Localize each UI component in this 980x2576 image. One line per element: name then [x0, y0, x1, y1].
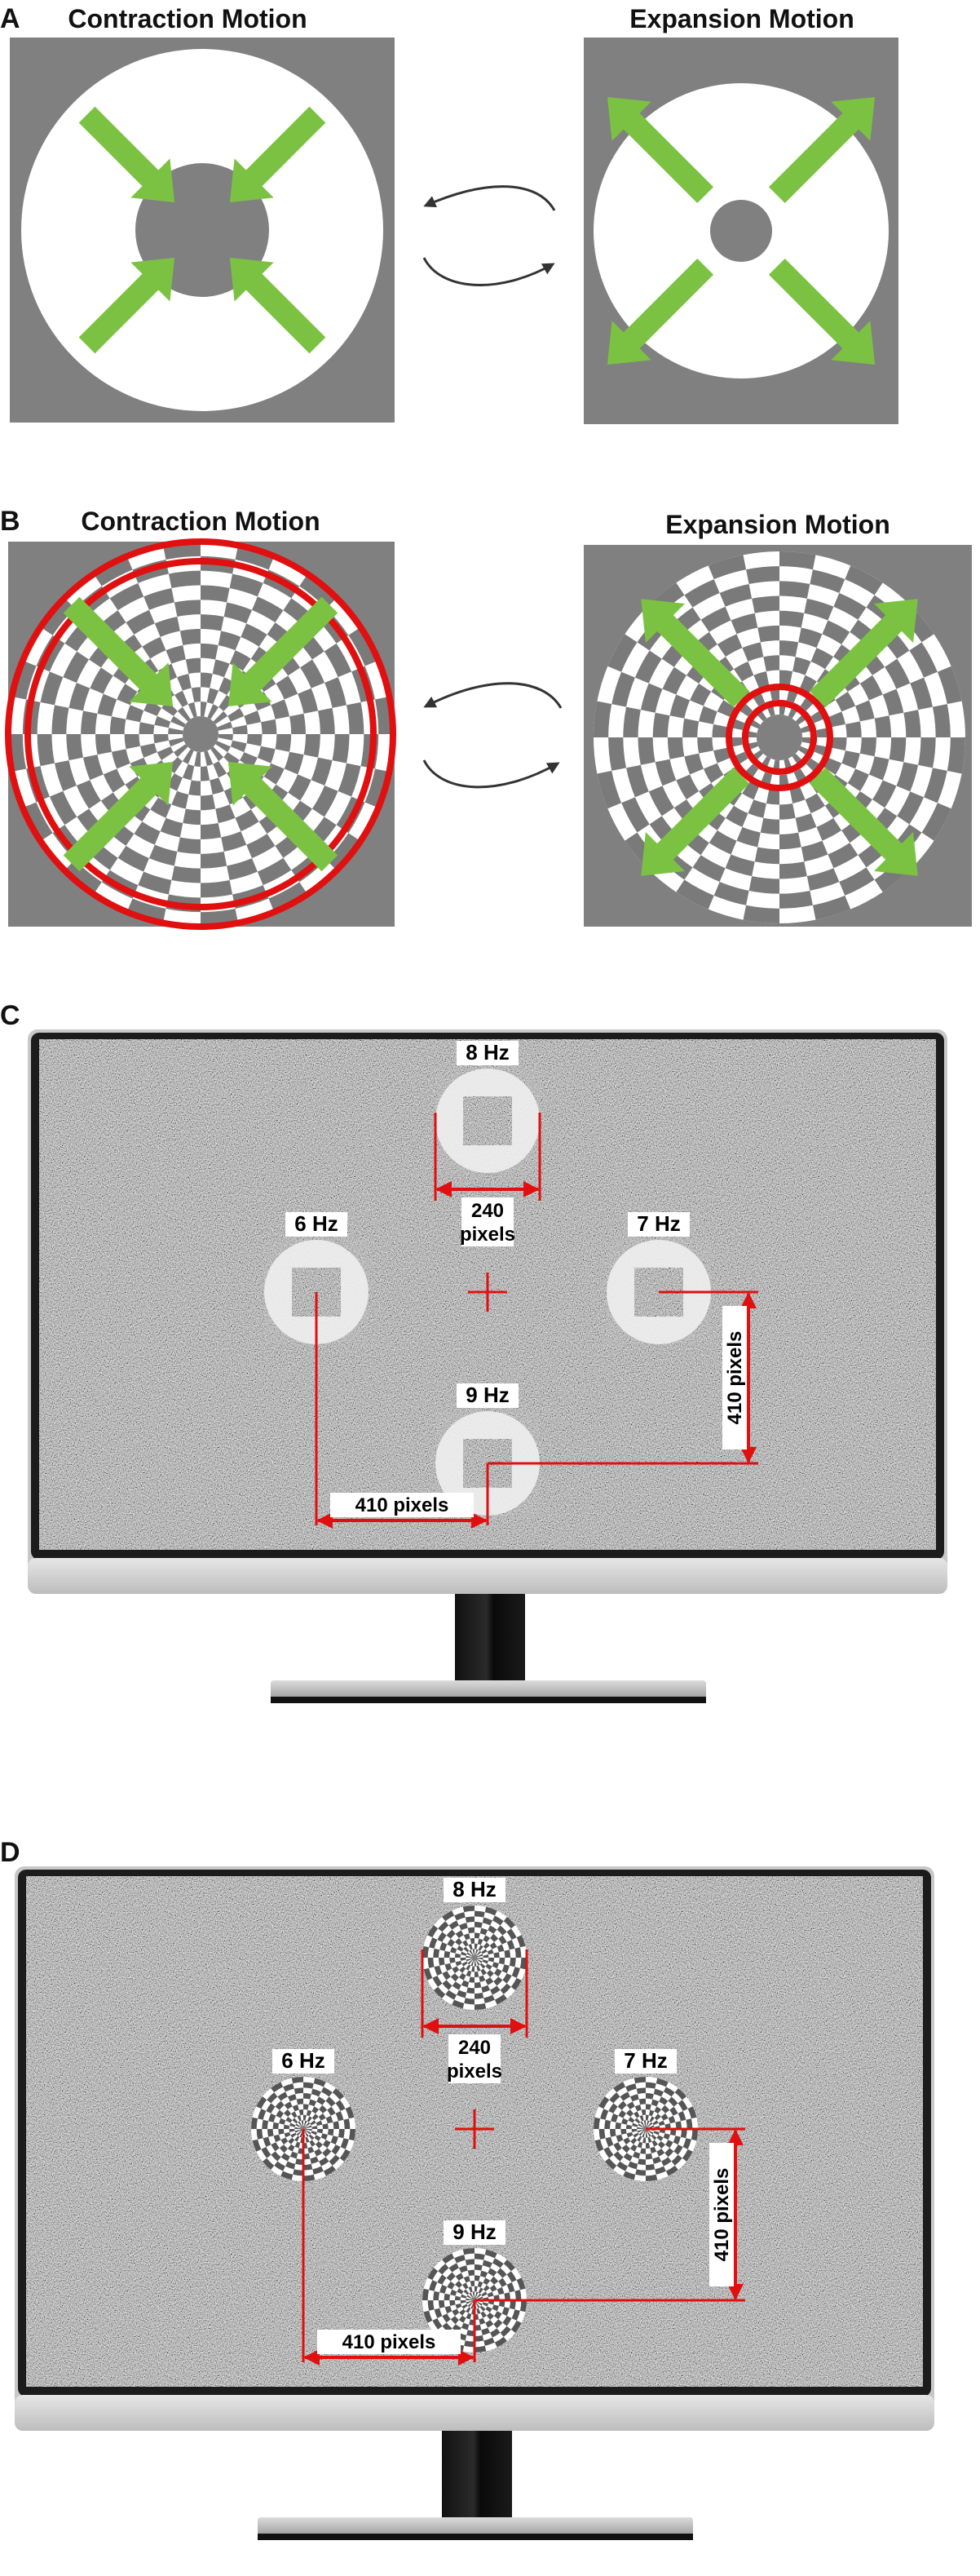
panel-a-expansion-stimulus [584, 38, 898, 424]
green-arrow-icon [227, 596, 338, 707]
horizontal-distance-text: 410 pixels [355, 1494, 449, 1516]
panel-a-left-title: Contraction Motion [68, 4, 307, 33]
green-arrow-icon [63, 761, 174, 872]
frequency-text: 9 Hz [466, 1383, 509, 1407]
green-arrow-icon [768, 96, 876, 204]
monitor-neck [442, 2431, 512, 2522]
diameter-unit: pixels [447, 2060, 502, 2082]
frequency-label-right: 7 Hz [615, 2048, 677, 2074]
red-ring-inner [24, 558, 377, 910]
green-arrow-icon [641, 599, 750, 708]
green-arrow-icon [641, 767, 750, 876]
green-arrow-icon [809, 599, 918, 708]
frequency-text: 8 Hz [466, 1040, 509, 1064]
vertical-distance-label: 410 pixels [722, 1306, 747, 1450]
monitor-chin [15, 2395, 934, 2431]
panel-letter-c: C [0, 1000, 20, 1031]
contraction-arrows [78, 106, 326, 354]
expansion-arrows [607, 96, 876, 365]
panel-letter-b: B [0, 506, 20, 537]
frequency-label-left: 6 Hz [272, 2048, 334, 2074]
frequency-text: 6 Hz [294, 1211, 338, 1236]
red-ring-outer [5, 538, 396, 930]
monitor-chin [28, 1558, 947, 1594]
green-arrow-icon [607, 258, 714, 365]
monitor-base [258, 2517, 693, 2537]
diameter-value: 240 [471, 1200, 504, 1222]
green-arrow-icon [63, 596, 174, 707]
monitor-base [271, 1680, 706, 1700]
expansion-arrows [641, 599, 918, 876]
frequency-label-left: 6 Hz [285, 1211, 347, 1237]
green-arrow-icon [809, 767, 918, 876]
vertical-distance-text: 410 pixels [724, 1331, 746, 1425]
frequency-label-top: 8 Hz [457, 1040, 519, 1065]
horizontal-distance-label: 410 pixels [317, 2330, 461, 2354]
green-arrow-icon [768, 258, 876, 365]
green-arrow-icon [78, 257, 175, 354]
panel-b-contraction-stimulus [5, 538, 396, 930]
panel-b-right-title: Expansion Motion [665, 510, 890, 539]
frequency-text: 6 Hz [281, 2048, 324, 2073]
green-arrow-icon [227, 761, 338, 872]
stimulus-top [422, 1905, 527, 2011]
diameter-unit: pixels [460, 1224, 515, 1246]
red-ring-inner [742, 700, 817, 775]
green-arrow-icon [229, 106, 326, 203]
vertical-distance-label: 410 pixels [709, 2143, 734, 2286]
red-ring-outer [726, 684, 833, 791]
frequency-text: 8 Hz [452, 1877, 496, 1901]
frequency-label-bottom: 9 Hz [457, 1383, 519, 1408]
frequency-label-right: 7 Hz [628, 1211, 690, 1237]
panel-b-left-title: Contraction Motion [81, 507, 320, 536]
panel-letter-a: A [0, 3, 20, 34]
vertical-distance-text: 410 pixels [711, 2168, 733, 2262]
panel-b-expansion-stimulus [584, 545, 972, 927]
contraction-arrows [63, 596, 338, 872]
horizontal-distance-label: 410 pixels [330, 1493, 474, 1517]
diameter-value: 240 [458, 2037, 491, 2059]
frequency-text: 7 Hz [637, 1211, 680, 1236]
frequency-label-top: 8 Hz [444, 1877, 505, 1902]
green-arrow-icon [607, 96, 714, 204]
frequency-text: 7 Hz [624, 2048, 667, 2073]
monitor-base-shadow [258, 2534, 693, 2540]
cycle-arrows-icon [422, 185, 556, 286]
monitor-neck [455, 1594, 525, 1685]
green-arrow-icon [229, 257, 326, 354]
cycle-arrows-icon [422, 682, 563, 789]
panel-a-contraction-stimulus [10, 38, 395, 423]
panel-a-right-title: Expansion Motion [629, 4, 854, 33]
horizontal-distance-text: 410 pixels [342, 2331, 436, 2353]
green-arrow-icon [78, 106, 175, 203]
frequency-text: 9 Hz [452, 2220, 496, 2244]
frequency-label-bottom: 9 Hz [444, 2220, 505, 2245]
stimulus-top [435, 1069, 540, 1173]
monitor-base-shadow [271, 1697, 706, 1703]
panel-letter-d: D [0, 1837, 20, 1868]
